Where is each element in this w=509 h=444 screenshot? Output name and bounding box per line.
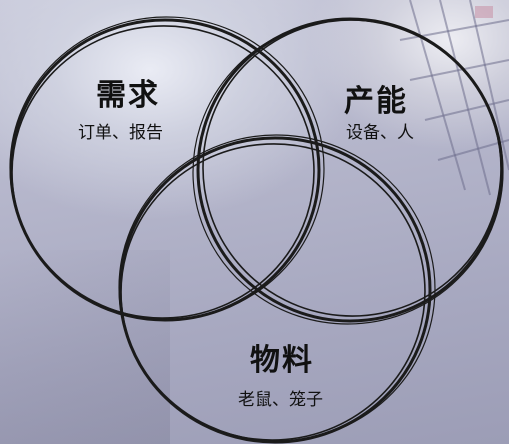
keyboard-image (399, 0, 509, 196)
material-title: 物料 (250, 343, 314, 378)
demand-subtitle: 订单、报告 (78, 123, 163, 143)
circle-capacity (192, 17, 504, 325)
capacity-title: 产能 (344, 84, 408, 119)
background-shadow (0, 250, 170, 444)
circle-material (118, 134, 436, 444)
capacity-subtitle: 设备、人 (346, 123, 414, 143)
circle-demand (9, 16, 325, 322)
material-subtitle: 老鼠、笼子 (238, 390, 323, 410)
demand-title: 需求 (96, 78, 160, 113)
